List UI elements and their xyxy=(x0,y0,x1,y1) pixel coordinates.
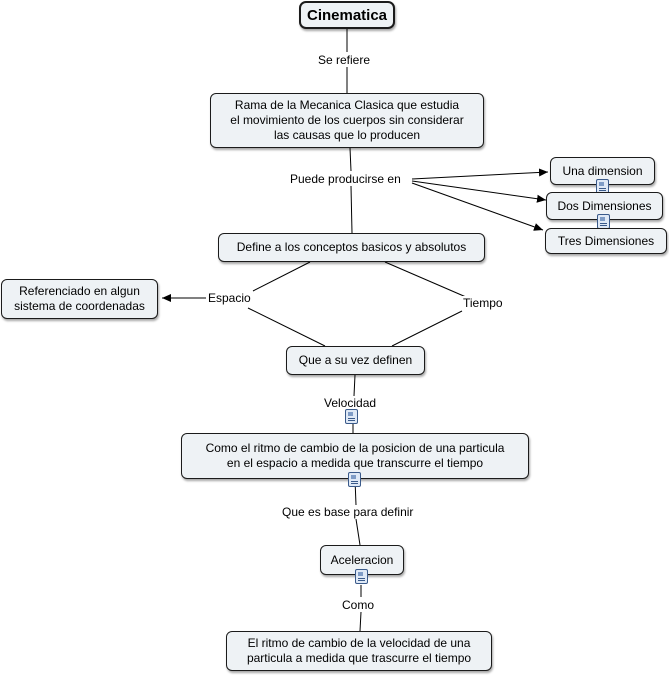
document-icon[interactable] xyxy=(345,409,358,424)
link-label-base[interactable]: Que es base para definir xyxy=(280,505,416,519)
link-label-se-refiere[interactable]: Se refiere xyxy=(316,53,373,67)
arrow-to-tres xyxy=(411,182,544,231)
link-tiempo-queasu xyxy=(391,310,463,347)
link-puede-define xyxy=(350,185,353,234)
node-cinematica[interactable]: Cinematica xyxy=(299,1,395,29)
arrow-to-una xyxy=(411,168,549,180)
node-tres-dimensiones[interactable]: Tres Dimensiones xyxy=(545,228,667,254)
link-queasu-velocidad xyxy=(353,374,356,397)
document-icon[interactable] xyxy=(348,472,361,487)
document-icon[interactable] xyxy=(597,214,610,229)
document-icon[interactable] xyxy=(355,569,368,584)
link-label-como[interactable]: Como xyxy=(340,598,377,612)
arrow-to-dos xyxy=(411,180,547,203)
link-define-espacio xyxy=(252,261,311,292)
link-label-puede-producirse[interactable]: Puede producirse en xyxy=(288,172,403,186)
node-referenciado[interactable]: Referenciado en algun sistema de coorden… xyxy=(1,279,158,319)
node-ritmo-velocidad[interactable]: El ritmo de cambio de la velocidad de un… xyxy=(226,631,492,671)
link-rama-puede xyxy=(349,147,352,172)
link-label-espacio[interactable]: Espacio xyxy=(206,291,253,305)
node-rama[interactable]: Rama de la Mecanica Clasica que estudia … xyxy=(210,93,484,148)
link-label-velocidad[interactable]: Velocidad xyxy=(322,396,379,410)
link-espacio-queasu xyxy=(247,307,326,347)
link-define-tiempo xyxy=(384,261,467,298)
link-como-ritmovel xyxy=(359,611,362,632)
link-label-tiempo[interactable]: Tiempo xyxy=(461,296,505,310)
node-que-a-su-vez[interactable]: Que a su vez definen xyxy=(286,346,425,375)
link-base-aceleracion xyxy=(355,518,361,546)
node-define[interactable]: Define a los conceptos basicos y absolut… xyxy=(218,233,485,262)
